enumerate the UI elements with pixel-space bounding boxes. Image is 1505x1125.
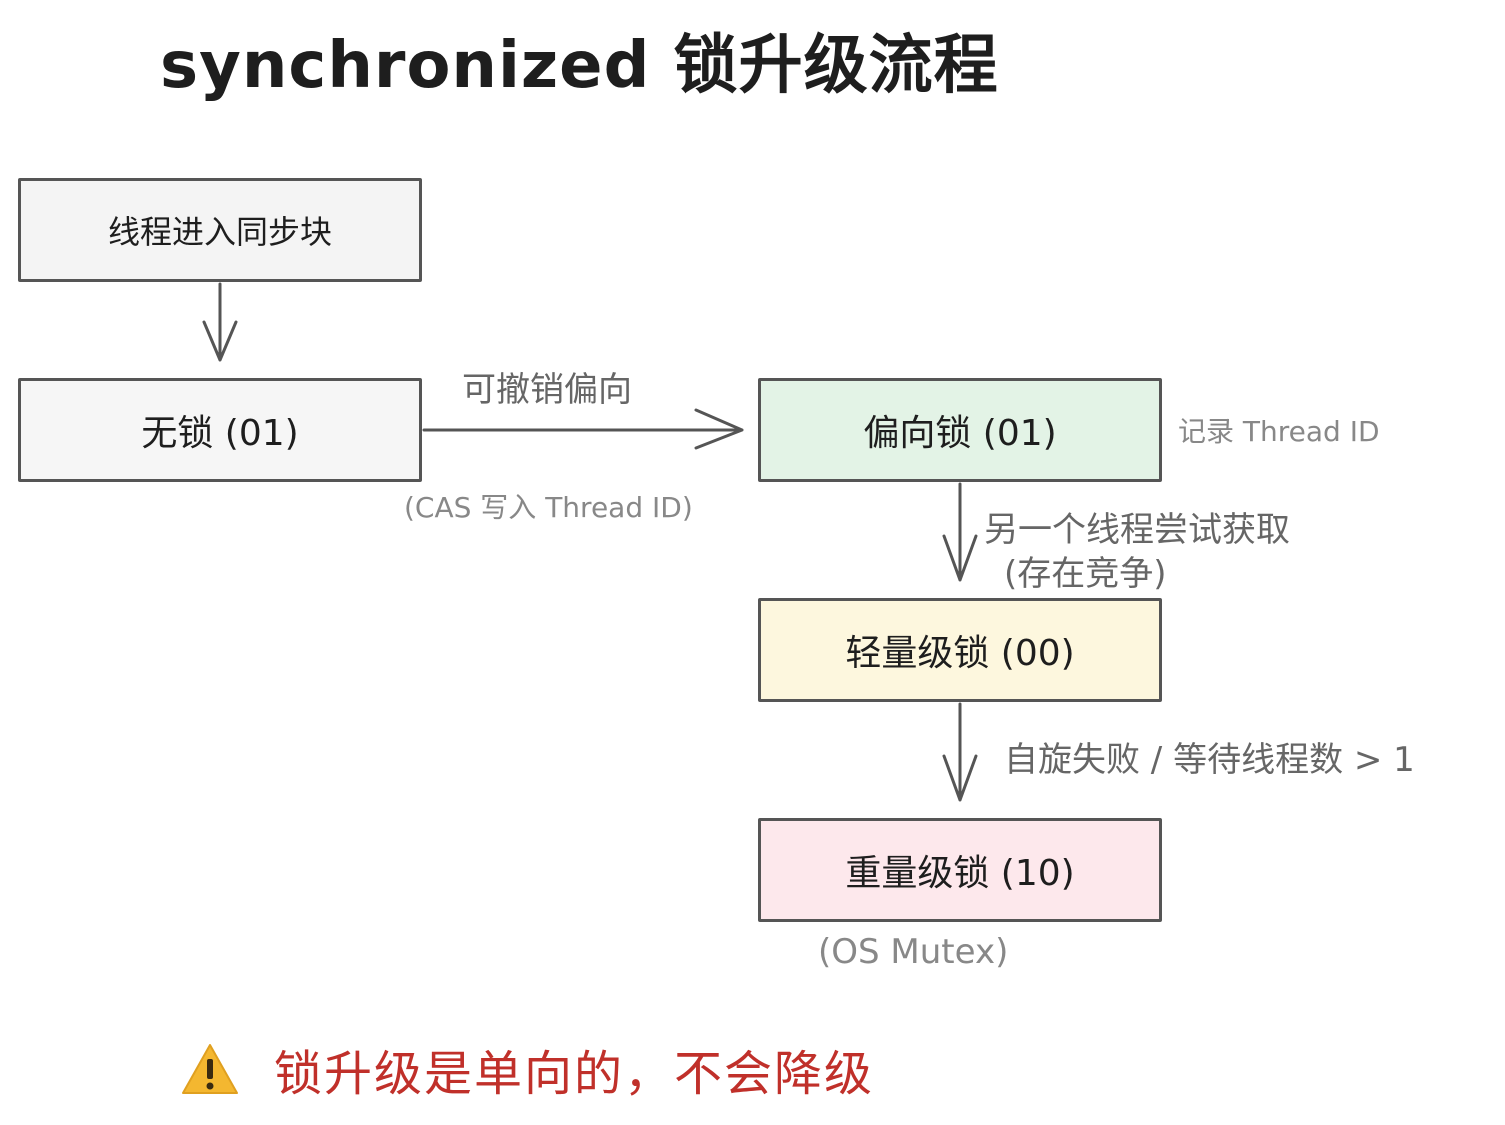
node-lightweight-lock-label: 轻量级锁 (00) [845, 633, 1075, 674]
node-lightweight-lock: 轻量级锁 (00) [758, 598, 1162, 702]
edge-label-contention: (存在竞争) [1004, 554, 1167, 594]
node-heavyweight-lock: 重量级锁 (10) [758, 818, 1162, 922]
warning-callout: 锁升级是单向的，不会降级 [180, 1034, 874, 1104]
edge-label-spin-fail: 自旋失败 / 等待线程数 > 1 [1004, 740, 1415, 780]
node-biased-lock: 偏向锁 (01) [758, 378, 1162, 482]
note-os-mutex: (OS Mutex) [818, 932, 1009, 972]
node-no-lock-label: 无锁 (01) [141, 413, 299, 454]
edge-label-another-thread: 另一个线程尝试获取 [984, 510, 1290, 550]
warning-text: 锁升级是单向的，不会降级 [274, 1046, 875, 1102]
warning-icon [182, 1044, 238, 1094]
node-heavyweight-lock-label: 重量级锁 (10) [845, 853, 1075, 894]
edge-note-cas-write: (CAS 写入 Thread ID) [404, 491, 693, 524]
edge-label-revoke-biased: 可撤销偏向 [462, 370, 632, 410]
arrow-start-to-nolock [202, 282, 238, 362]
node-no-lock: 无锁 (01) [18, 378, 422, 482]
arrow-light-to-heavy [942, 702, 978, 802]
node-enter-sync-block: 线程进入同步块 [18, 178, 422, 282]
page-title: synchronized 锁升级流程 [160, 29, 999, 103]
node-enter-sync-block-label: 线程进入同步块 [107, 213, 332, 251]
arrow-nolock-to-biased [422, 408, 744, 450]
arrow-biased-to-light [942, 482, 978, 582]
node-biased-lock-label: 偏向锁 (01) [863, 413, 1057, 454]
note-record-thread-id: 记录 Thread ID [1178, 415, 1380, 448]
